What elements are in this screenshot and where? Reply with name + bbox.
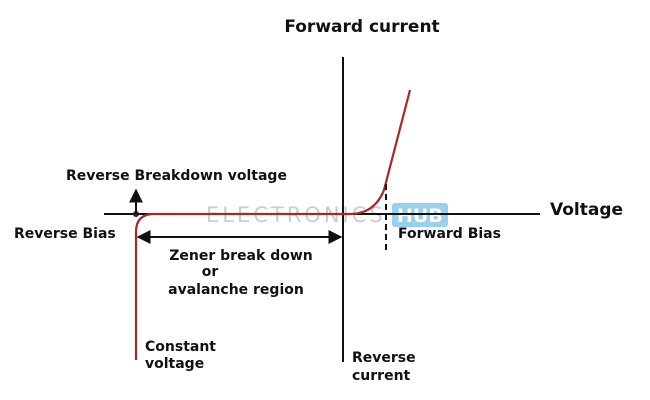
reverse-current-label-line2: current [352, 368, 411, 384]
zener-region-label-line2: or [202, 264, 219, 280]
forward-current-label: Forward current [284, 17, 439, 37]
forward-bias-label: Forward Bias [398, 226, 501, 242]
constant-voltage-label-line2: voltage [145, 356, 204, 372]
watermark-badge-text: HUB [397, 205, 443, 227]
reverse-breakdown-voltage-label: Reverse Breakdown voltage [66, 168, 287, 184]
reverse-bias-label: Reverse Bias [14, 226, 116, 242]
reverse-current-label-line1: Reverse [352, 350, 416, 366]
zener-region-label-line3: avalanche region [168, 282, 304, 298]
voltage-label: Voltage [550, 200, 623, 220]
characteristic-curve [134, 89, 412, 360]
constant-voltage-label-line1: Constant [145, 339, 216, 355]
zener-region-label-line1: Zener break down [169, 248, 312, 264]
